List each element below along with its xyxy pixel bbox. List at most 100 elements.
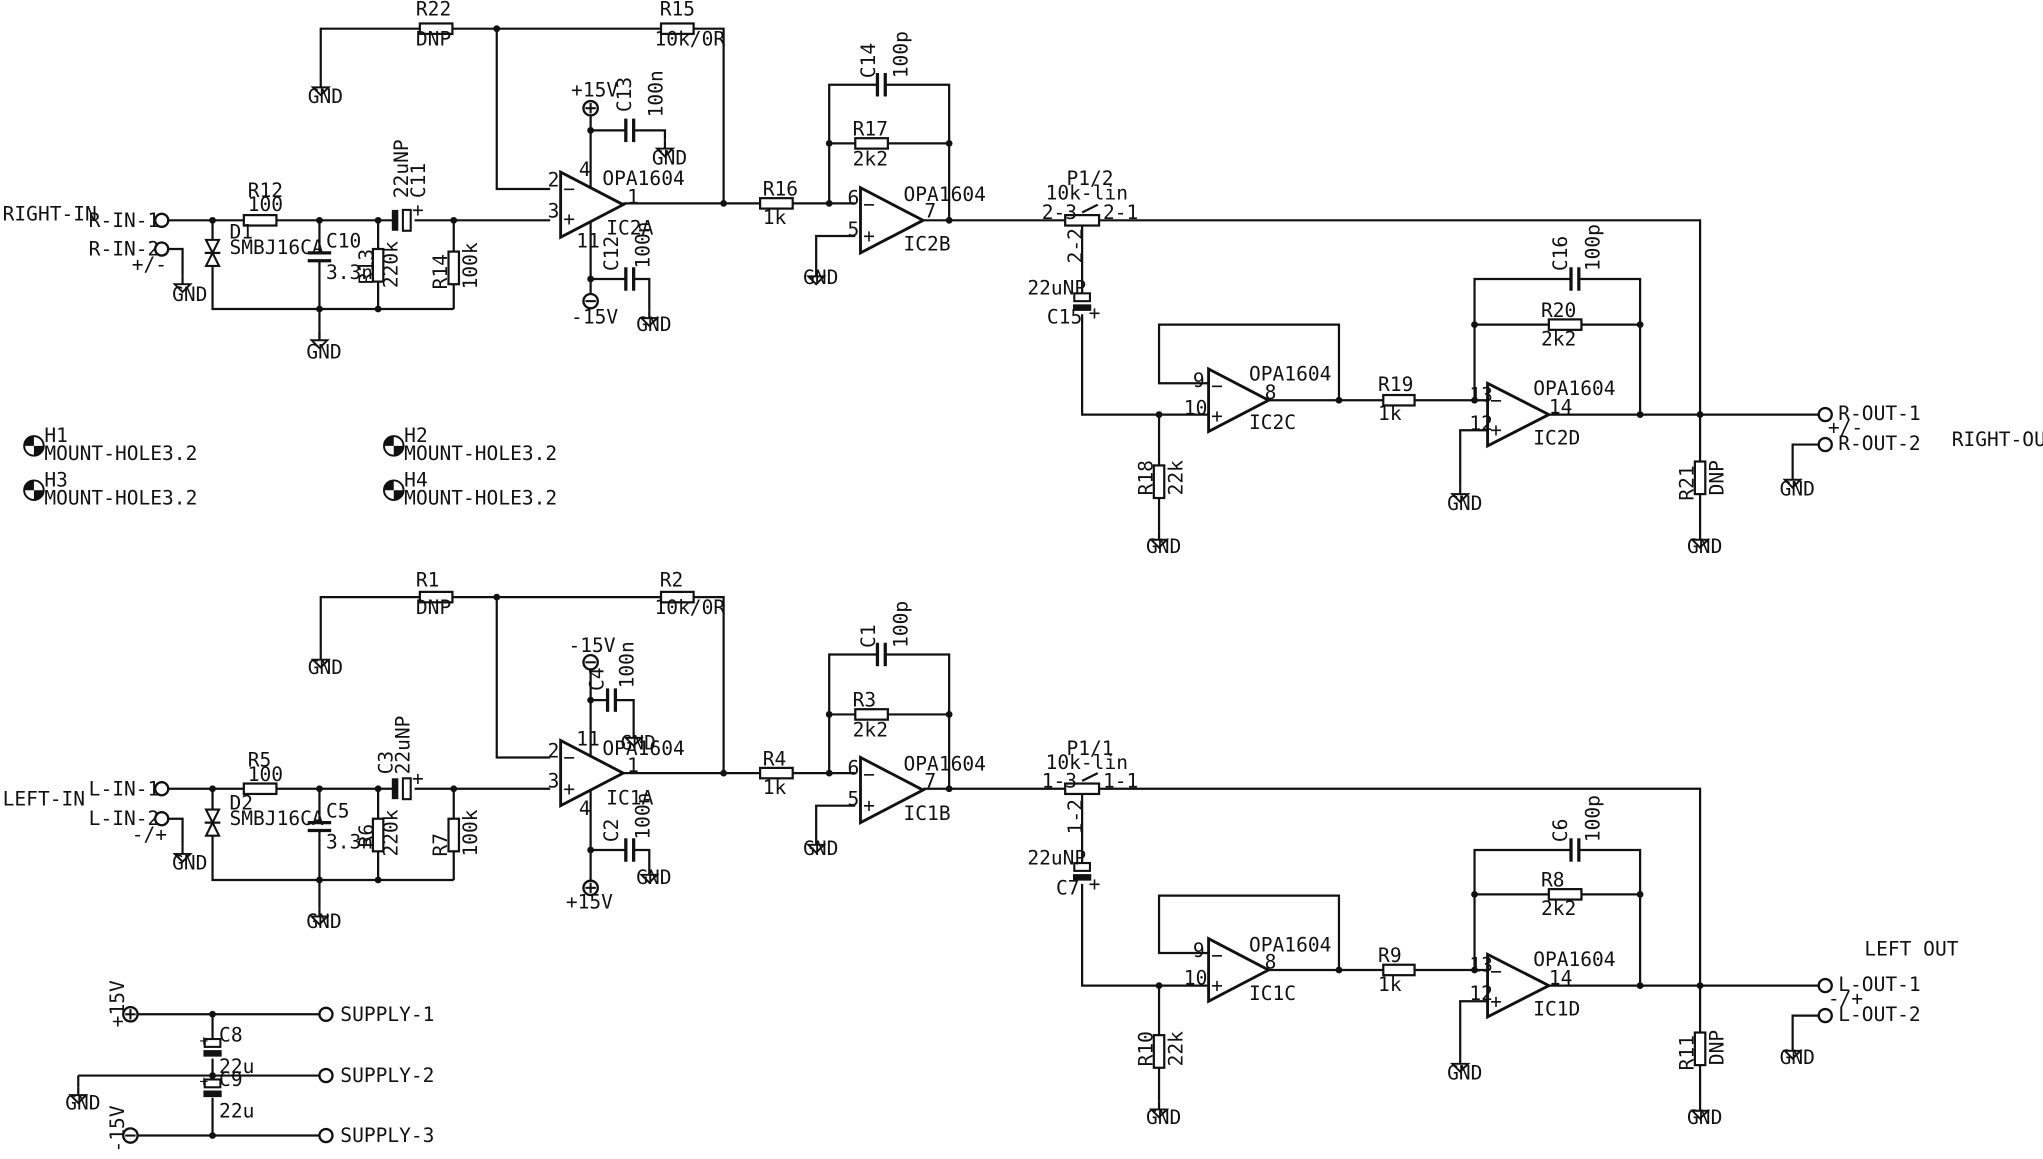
svg-text:12: 12 xyxy=(1469,412,1493,435)
svg-text:C12: C12 xyxy=(600,236,623,271)
svg-text:100n: 100n xyxy=(631,793,654,840)
svg-text:OPA1604: OPA1604 xyxy=(1249,934,1331,957)
svg-text:100n: 100n xyxy=(631,221,654,268)
svg-text:6: 6 xyxy=(847,187,859,210)
svg-text:GND: GND xyxy=(1146,1106,1181,1129)
svg-text:GND: GND xyxy=(172,852,207,875)
svg-text:3.3n: 3.3n xyxy=(326,831,373,854)
svg-text:2: 2 xyxy=(548,168,560,191)
svg-text:+15V: +15V xyxy=(566,891,613,914)
mount-holes: H1 MOUNT-HOLE3.2 H2 MOUNT-HOLE3.2 H3 MOU… xyxy=(23,424,557,510)
svg-text:L-OUT-2: L-OUT-2 xyxy=(1838,1003,1920,1026)
svg-text:+: + xyxy=(1089,301,1101,324)
svg-text:R13: R13 xyxy=(355,249,378,284)
svg-text:22uNP: 22uNP xyxy=(1027,846,1086,869)
svg-text:10k-lin: 10k-lin xyxy=(1046,181,1128,204)
svg-text:C4: C4 xyxy=(586,667,609,691)
r11-resistor xyxy=(1693,1031,1707,1067)
svg-text:100n: 100n xyxy=(644,70,667,117)
r16-resistor xyxy=(758,197,794,210)
svg-text:3: 3 xyxy=(548,200,560,223)
svg-text:100: 100 xyxy=(248,763,283,786)
r22-resistor xyxy=(418,22,454,36)
svg-text:11: 11 xyxy=(576,728,600,751)
svg-text:OPA1604: OPA1604 xyxy=(904,752,986,775)
svg-text:1-1: 1-1 xyxy=(1103,769,1138,792)
svg-text:1k: 1k xyxy=(763,206,787,229)
svg-text:R3: R3 xyxy=(853,689,877,712)
svg-text:-15V: -15V xyxy=(568,634,615,657)
r-in-1-label: R-IN-1 xyxy=(89,209,160,232)
svg-text:R11: R11 xyxy=(1676,1035,1699,1070)
svg-text:5: 5 xyxy=(847,788,859,811)
svg-text:2k2: 2k2 xyxy=(853,148,888,171)
svg-text:C7: C7 xyxy=(1056,876,1080,899)
r9-resistor xyxy=(1382,963,1416,977)
svg-text:100p: 100p xyxy=(1582,795,1605,842)
svg-text:LEFT-IN: LEFT-IN xyxy=(3,788,85,811)
svg-text:C5: C5 xyxy=(326,799,350,822)
svg-text:IC1B: IC1B xyxy=(904,802,951,825)
svg-text:OPA1604: OPA1604 xyxy=(1533,948,1615,971)
supply-section: +15V -15V GND + C8 22u + C9 22u SUPPLY-1… xyxy=(65,980,434,1152)
svg-text:GND: GND xyxy=(1447,492,1482,515)
r20-resistor xyxy=(1547,318,1583,331)
svg-text:+: + xyxy=(1211,404,1223,427)
svg-text:R8: R8 xyxy=(1541,869,1565,892)
d1-diode-bottom xyxy=(204,250,221,268)
r4-resistor xyxy=(758,766,794,780)
svg-text:SMBJ16CA: SMBJ16CA xyxy=(229,236,323,259)
svg-text:R16: R16 xyxy=(763,178,798,201)
svg-text:+: + xyxy=(1211,974,1223,997)
svg-text:OPA1604: OPA1604 xyxy=(904,183,986,206)
svg-text:100k: 100k xyxy=(459,242,482,289)
svg-text:R15: R15 xyxy=(660,0,695,21)
svg-text:OPA1604: OPA1604 xyxy=(602,167,684,190)
svg-text:−: − xyxy=(863,763,875,786)
svg-text:GND: GND xyxy=(65,1091,100,1114)
r17-resistor xyxy=(854,137,889,150)
svg-text:14: 14 xyxy=(1549,966,1573,989)
svg-text:10: 10 xyxy=(1184,966,1208,989)
svg-text:IC2B: IC2B xyxy=(904,232,951,255)
svg-text:8: 8 xyxy=(1265,381,1277,404)
svg-text:IC2A: IC2A xyxy=(606,217,653,240)
mount-hole-icon xyxy=(23,479,45,501)
svg-text:IC2C: IC2C xyxy=(1249,411,1296,434)
svg-text:+: + xyxy=(200,1034,209,1050)
svg-text:2-2: 2-2 xyxy=(1064,228,1087,263)
svg-text:R20: R20 xyxy=(1541,299,1576,322)
svg-text:GND: GND xyxy=(636,313,671,336)
r8-resistor xyxy=(1547,888,1583,901)
svg-text:C10: C10 xyxy=(326,230,361,253)
svg-text:4: 4 xyxy=(579,158,591,181)
svg-text:P1/2: P1/2 xyxy=(1066,167,1113,190)
svg-text:H4: H4 xyxy=(404,468,428,491)
svg-text:1k: 1k xyxy=(1378,402,1402,425)
svg-text:SUPPLY-1: SUPPLY-1 xyxy=(340,1003,434,1026)
svg-text:22u: 22u xyxy=(219,1099,254,1122)
svg-text:11: 11 xyxy=(576,230,600,253)
svg-text:C8: C8 xyxy=(219,1024,243,1047)
svg-text:R21: R21 xyxy=(1676,465,1699,500)
svg-text:IC2D: IC2D xyxy=(1533,427,1580,450)
ic2a-opamp xyxy=(559,169,627,240)
left-channel: LEFT-IN LEFT OUT L-IN-1 L-IN-2 -/+ GND R… xyxy=(3,569,1959,1129)
svg-text:GND: GND xyxy=(1687,1106,1722,1129)
svg-text:H1: H1 xyxy=(44,424,68,447)
svg-text:+15V: +15V xyxy=(571,78,618,101)
svg-text:C11: C11 xyxy=(407,163,430,198)
svg-text:GND: GND xyxy=(172,283,207,306)
svg-text:22uNP: 22uNP xyxy=(1027,277,1086,300)
r15-resistor xyxy=(659,22,695,36)
svg-text:OPA1604: OPA1604 xyxy=(602,737,684,760)
svg-text:GND: GND xyxy=(1687,535,1722,558)
svg-text:C6: C6 xyxy=(1549,819,1572,843)
d2-diode-top xyxy=(204,808,221,825)
ic2c-opamp xyxy=(1207,366,1272,434)
svg-text:GND: GND xyxy=(621,732,656,755)
svg-text:C15: C15 xyxy=(1047,305,1082,328)
svg-text:P1/1: P1/1 xyxy=(1066,737,1113,760)
svg-text:R7: R7 xyxy=(429,833,452,857)
